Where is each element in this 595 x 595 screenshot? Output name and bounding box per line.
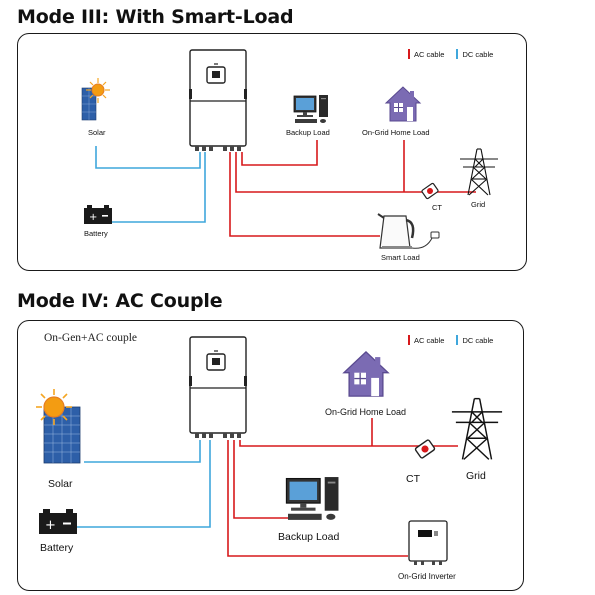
grid-ac-cable bbox=[235, 152, 476, 193]
ac-legend-swatch bbox=[408, 335, 410, 345]
battery-icon: + bbox=[39, 509, 77, 534]
on-grid-inverter-ac-cable bbox=[227, 440, 408, 557]
mode3-ct-label: CT bbox=[432, 203, 442, 212]
ac-legend-label: AC cable bbox=[414, 335, 445, 345]
mode4-home-load-label: On-Grid Home Load bbox=[325, 407, 407, 417]
grid-ac-cable bbox=[239, 440, 458, 447]
svg-text:+: + bbox=[45, 518, 56, 533]
battery-dc-cable bbox=[76, 440, 211, 528]
house-icon bbox=[342, 351, 390, 397]
transmission-tower-icon bbox=[451, 397, 503, 460]
desktop-computer-icon bbox=[285, 477, 339, 520]
grid-inverter-icon bbox=[408, 520, 448, 565]
solar-panel-icon bbox=[36, 389, 81, 464]
dc-legend-label: DC cable bbox=[462, 335, 494, 345]
mode4-ct-label: CT bbox=[406, 473, 420, 485]
dc-legend-swatch bbox=[456, 49, 459, 59]
svg-text:+: + bbox=[89, 212, 97, 223]
backup-load-ac-cable bbox=[241, 140, 318, 166]
desktop-computer-icon bbox=[293, 95, 328, 123]
battery-dc-cable bbox=[112, 152, 206, 223]
dc-legend-label: DC cable bbox=[462, 49, 494, 59]
smart-load-ac-cable bbox=[229, 152, 380, 237]
mode4-solar-label: Solar bbox=[48, 478, 73, 490]
mode4-title: Mode IV: AC Couple bbox=[17, 290, 223, 312]
kettle-icon bbox=[377, 213, 440, 249]
mode3-solar-label: Solar bbox=[88, 128, 106, 137]
mode4-subtitle: On-Gen+AC couple bbox=[44, 332, 138, 344]
dc-legend-swatch bbox=[456, 335, 459, 345]
inverter-icon bbox=[189, 49, 247, 151]
house-icon bbox=[384, 86, 422, 122]
inverter-icon bbox=[189, 336, 247, 438]
mode3-battery-label: Battery bbox=[84, 229, 108, 238]
mode4-legend: AC cable DC cable bbox=[408, 335, 493, 345]
mode3-backup-load-label: Backup Load bbox=[286, 128, 330, 137]
mode3-panel bbox=[17, 33, 527, 271]
mode4-on-grid-inverter-label: On-Grid Inverter bbox=[398, 572, 456, 581]
battery-icon: + bbox=[84, 205, 112, 224]
solar-dc-cable bbox=[84, 440, 201, 463]
ct-clamp-icon bbox=[421, 182, 439, 200]
mode3-home-load-label: On-Grid Home Load bbox=[362, 128, 430, 137]
mode4-grid-label: Grid bbox=[466, 470, 486, 482]
solar-dc-cable bbox=[95, 146, 201, 169]
ac-legend-swatch bbox=[408, 49, 410, 59]
mode4-backup-load-label: Backup Load bbox=[278, 531, 340, 543]
ac-legend-label: AC cable bbox=[414, 49, 445, 59]
mode3-legend: AC cable DC cable bbox=[408, 49, 493, 59]
backup-load-ac-cable bbox=[233, 440, 288, 519]
mode3-title: Mode III: With Smart-Load bbox=[17, 6, 294, 28]
mode3-grid-label: Grid bbox=[471, 200, 486, 209]
ct-clamp-icon bbox=[414, 439, 436, 459]
mode4-battery-label: Battery bbox=[40, 542, 74, 554]
transmission-tower-icon bbox=[460, 148, 498, 196]
solar-panel-icon bbox=[81, 78, 110, 121]
mode3-smart-load-label: Smart Load bbox=[381, 253, 420, 262]
